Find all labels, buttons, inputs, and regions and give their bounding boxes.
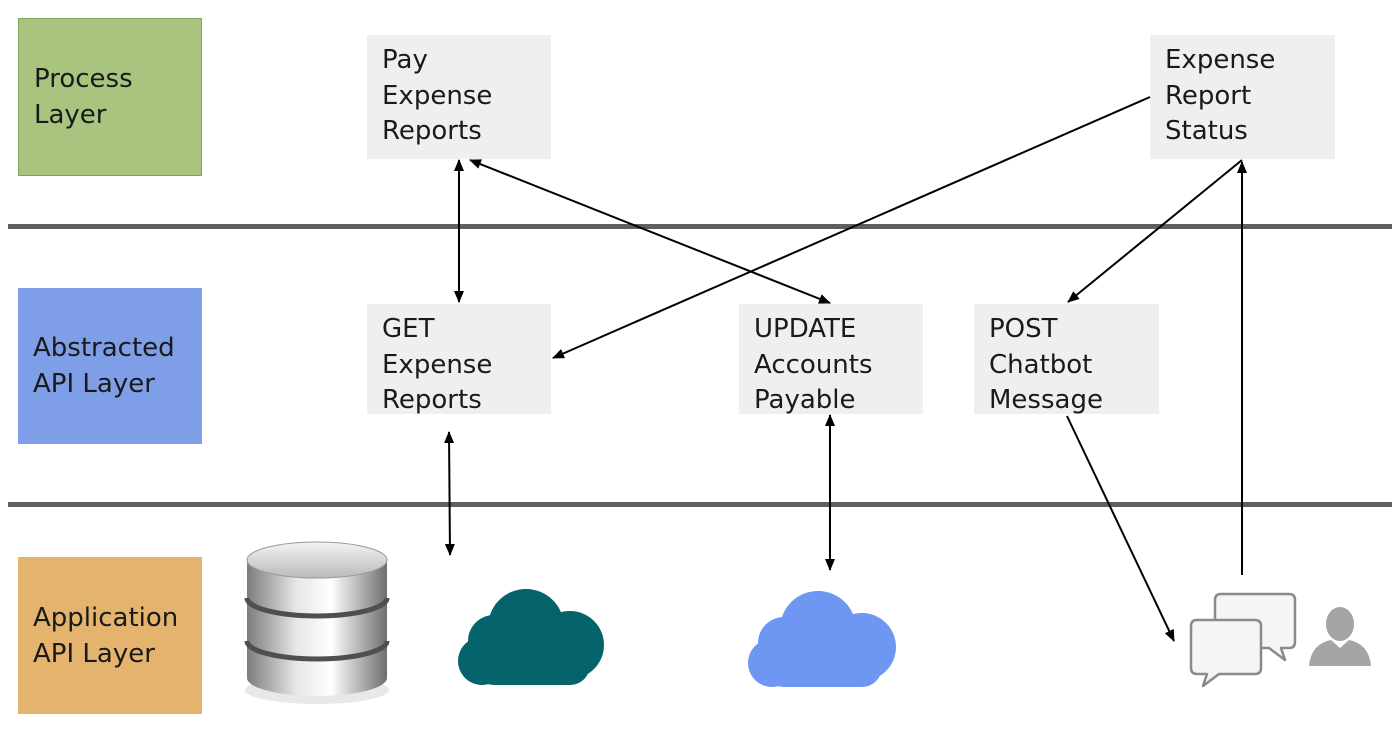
expense-report-status-box: Expense Report Status bbox=[1150, 35, 1335, 159]
process-layer-line2: Layer bbox=[34, 100, 107, 130]
post-chatbot-message-line2: Chatbot bbox=[989, 349, 1093, 380]
application-layer-line2: API Layer bbox=[33, 638, 155, 669]
application-layer-line1: Application bbox=[33, 602, 179, 633]
process-layer-label: Process Layer bbox=[18, 18, 202, 176]
expense-report-status-line1: Expense bbox=[1165, 45, 1276, 75]
update-accounts-payable-line3: Payable bbox=[754, 385, 856, 415]
process-layer-line1: Process bbox=[34, 64, 133, 94]
user-icon bbox=[1309, 607, 1371, 666]
pay-expense-reports-box: Pay Expense Reports bbox=[367, 35, 551, 159]
chat-bubbles-icon bbox=[1189, 592, 1297, 688]
abstracted-layer-line2: API Layer bbox=[33, 369, 155, 399]
layer-divider-bottom bbox=[8, 502, 1392, 507]
arrow-pay-update bbox=[469, 159, 831, 304]
blue-cloud-icon bbox=[748, 591, 896, 687]
application-api-layer-label: Application API Layer bbox=[18, 557, 202, 714]
abstracted-api-layer-label: Abstracted API Layer bbox=[18, 288, 202, 444]
get-expense-reports-line1: GET bbox=[382, 314, 435, 344]
expense-report-status-line3: Status bbox=[1165, 116, 1248, 146]
arrow-status-post bbox=[1067, 159, 1243, 303]
abstracted-layer-line1: Abstracted bbox=[33, 333, 175, 363]
update-accounts-payable-box: UPDATE Accounts Payable bbox=[739, 304, 923, 415]
teal-cloud-icon bbox=[458, 589, 604, 685]
arrow-status-get bbox=[552, 96, 1151, 359]
get-expense-reports-line2: Expense bbox=[382, 349, 493, 380]
arrow-get-db bbox=[444, 431, 455, 556]
pay-expense-reports-line3: Reports bbox=[382, 116, 482, 146]
post-chatbot-message-line1: POST bbox=[989, 314, 1058, 344]
get-expense-reports-line3: Reports bbox=[382, 385, 482, 415]
database-icon bbox=[244, 541, 390, 704]
arrow-post-chat bbox=[1066, 415, 1175, 642]
update-accounts-payable-line1: UPDATE bbox=[754, 314, 857, 344]
update-accounts-payable-line2: Accounts bbox=[754, 349, 873, 380]
pay-expense-reports-line1: Pay bbox=[382, 45, 428, 75]
post-chatbot-message-box: POST Chatbot Message bbox=[974, 304, 1159, 415]
get-expense-reports-box: GET Expense Reports bbox=[367, 304, 551, 415]
expense-report-status-line2: Report bbox=[1165, 80, 1252, 111]
post-chatbot-message-line3: Message bbox=[989, 385, 1103, 415]
pay-expense-reports-line2: Expense bbox=[382, 80, 493, 111]
